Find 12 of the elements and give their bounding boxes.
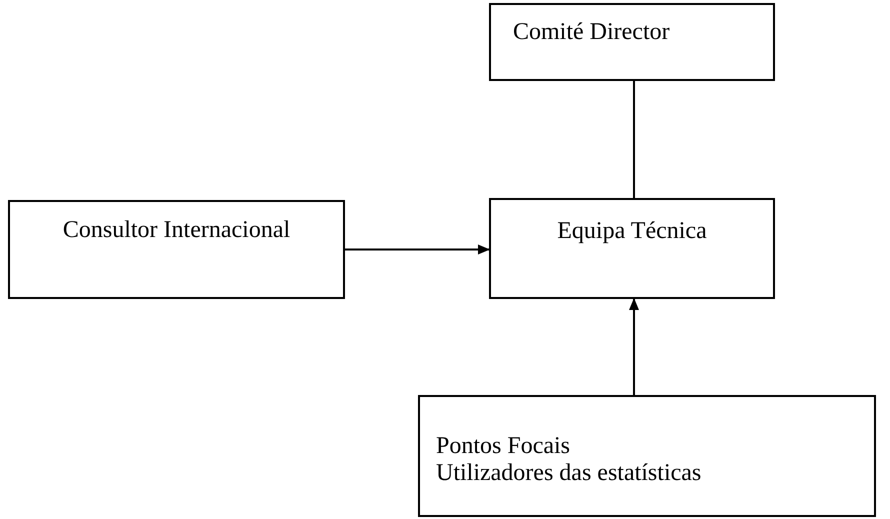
arrow	[345, 244, 490, 254]
box-label: Equipa Técnica	[556, 218, 708, 245]
box-label: Utilizadores das estatísticas	[436, 460, 702, 487]
arrow	[629, 298, 639, 395]
process-box	[489, 3, 775, 81]
box-label: Consultor Internacional	[62, 217, 292, 244]
process-box	[8, 200, 345, 299]
box-label: Comité Director	[513, 19, 671, 46]
connector-line	[633, 81, 635, 198]
box-label: Pontos Focais	[436, 433, 572, 460]
process-box	[418, 395, 876, 517]
process-box	[489, 198, 775, 299]
